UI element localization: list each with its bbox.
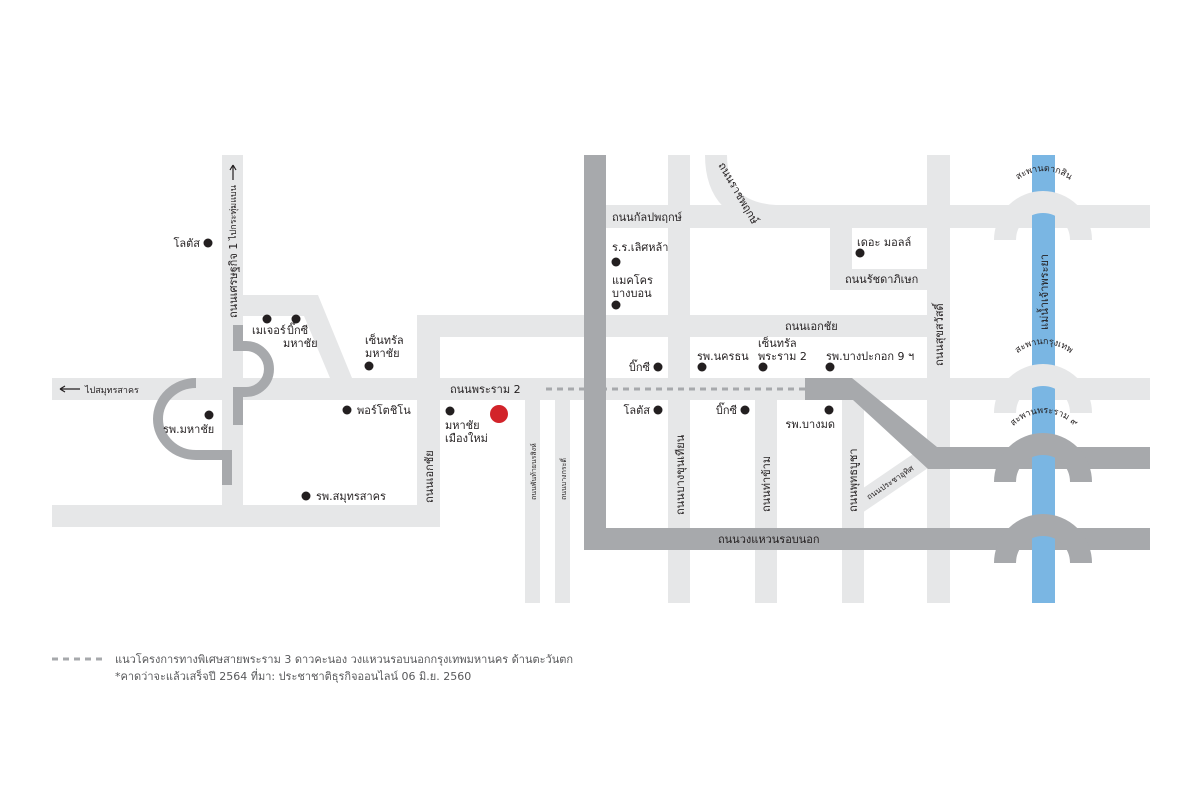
ramp-right-loop <box>233 325 274 425</box>
label-outer-ring: ถนนวงแหวนรอบนอก <box>718 533 820 546</box>
bridge-krungthep <box>994 364 1092 414</box>
road-ratchadaphisek-h <box>830 269 927 290</box>
poi-central-mahachai: เซ็นทรัล <box>365 333 404 347</box>
poi-dot <box>855 248 865 258</box>
label-bangkhunthian: ถนนบางขุนเทียน <box>674 434 687 515</box>
label-phanthai: ถนนพันท้ายนรสิงห์ <box>530 443 538 500</box>
road-outer-ring-vertical <box>584 155 606 550</box>
poi-dot <box>611 300 621 310</box>
legend: แนวโครงการทางพิเศษสายพระราม 3 ดาวคะนอง ว… <box>52 652 573 683</box>
label-thakham: ถนนท่าข้าม <box>760 456 773 512</box>
ramp-left-loop <box>153 378 232 485</box>
poi-central-rama2: เซ็นทรัล <box>758 336 797 350</box>
bridge-rama9 <box>994 433 1092 483</box>
poi-dot <box>342 405 352 415</box>
poi-lotus-1: โลตัส <box>173 236 200 250</box>
poi-bangmod-hospital: รพ.บางมด <box>785 418 835 431</box>
poi-dot <box>262 314 272 324</box>
poi-major: เมเจอร์ <box>252 324 286 337</box>
poi-lertla-school: ร.ร.เลิศหล้า <box>612 241 668 254</box>
poi-dot <box>301 491 311 501</box>
poi-bigc-2: บิ๊กซี <box>629 359 651 374</box>
poi-dot <box>653 362 663 372</box>
road-bottom-left <box>52 505 440 527</box>
road-bangkradi <box>555 400 570 603</box>
bridge-taksin <box>994 191 1092 241</box>
arrow-left-icon <box>59 385 80 393</box>
legend-note: *คาดว่าจะแล้วเสร็จปี 2564 ที่มา: ประชาชา… <box>115 668 471 683</box>
label-ekkachai-horizontal: ถนนเอกชัย <box>785 320 838 333</box>
label-rama2: ถนนพระราม 2 <box>450 383 521 396</box>
road-phutthabucha <box>842 400 864 603</box>
poi-hospital-mahachai: รพ.มหาชัย <box>163 423 214 436</box>
poi-makro: แมคโคร <box>612 273 653 287</box>
poi-dot <box>203 238 213 248</box>
poi-mahachai-mueangmai: มหาชัย <box>445 419 480 432</box>
poi-dot <box>291 314 301 324</box>
road-bangkhunthian <box>668 155 690 603</box>
poi-the-mall: เดอะ มอลล์ <box>857 236 911 249</box>
bridges: สะพานตากสิน สะพานกรุงเทพ สะพานพระราม ๙ <box>994 164 1092 564</box>
poi-dot <box>740 405 750 415</box>
poi-mahachai-mueangmai-2: เมืองใหม่ <box>445 432 488 445</box>
poi-nakornthon-hospital: รพ.นครธน <box>697 350 749 363</box>
label-kanlapaphruek: ถนนกัลปพฤกษ์ <box>612 211 682 224</box>
label-setthakit1: ถนนเศรษฐกิจ 1 <box>227 243 240 318</box>
location-marker-icon[interactable] <box>490 405 508 423</box>
poi-dot <box>653 405 663 415</box>
label-suksawat: ถนนสุขสวัสดิ์ <box>931 302 946 366</box>
label-bangkradi: ถนนบางกระดี่ <box>559 458 568 500</box>
label-ratchadaphisek: ถนนรัชดาภิเษก <box>845 273 918 286</box>
poi-dot <box>364 361 374 371</box>
label-river: แม่น้ำเจ้าพระยา <box>1036 254 1051 330</box>
poi-dot <box>825 362 835 372</box>
legend-dashed-line-label: แนวโครงการทางพิเศษสายพระราม 3 ดาวคะนอง ว… <box>115 652 573 666</box>
minor-roads <box>52 154 1150 603</box>
poi-bigc-mahachai: บิ๊กซี <box>287 322 309 337</box>
road-suksawat <box>927 155 950 603</box>
label-phutthabucha: ถนนพุทธบูชา <box>847 448 860 512</box>
road-prachauthit <box>850 449 931 514</box>
direction-samut-sakhon: ไปสมุทรสาคร <box>84 385 139 396</box>
poi-central-rama2-2: พระราม 2 <box>758 350 807 363</box>
road-phanthai <box>525 400 540 603</box>
arrow-up-icon <box>229 164 237 180</box>
expressway-rama9 <box>805 378 1150 469</box>
poi-lotus-2: โลตัส <box>623 403 650 417</box>
road-thakham <box>755 400 777 603</box>
road-ekkachai-vertical <box>417 315 440 527</box>
poi-bangpakok-hospital: รพ.บางปะกอก 9 ฯ <box>826 350 914 363</box>
poi-porto-chino: พอร์โตชิโน <box>357 403 411 417</box>
points-of-interest: โลตัส เมเจอร์ บิ๊กซี มหาชัย เซ็นทรัล มหา… <box>163 236 914 503</box>
road-ratchaphruek <box>705 154 777 227</box>
poi-central-mahachai-2: มหาชัย <box>365 347 400 360</box>
poi-dot <box>824 405 834 415</box>
poi-bigc-3: บิ๊กซี <box>716 402 738 417</box>
direction-krathum-baen: ไปกระทุ่มแบน <box>228 185 239 241</box>
poi-dot <box>611 257 621 267</box>
poi-dot <box>758 362 768 372</box>
poi-dot <box>445 406 455 416</box>
road-diagonal-mahachai <box>243 295 352 378</box>
poi-dot <box>204 410 214 420</box>
label-ekkachai-vertical: ถนนเอกชัย <box>423 450 436 503</box>
poi-dot <box>697 362 707 372</box>
poi-hospital-samutsakhon: รพ.สมุทรสาคร <box>316 490 386 503</box>
bridge-outer-ring <box>994 514 1092 564</box>
poi-bigc-mahachai-2: มหาชัย <box>283 337 318 350</box>
poi-makro-2: บางบอน <box>612 287 652 300</box>
